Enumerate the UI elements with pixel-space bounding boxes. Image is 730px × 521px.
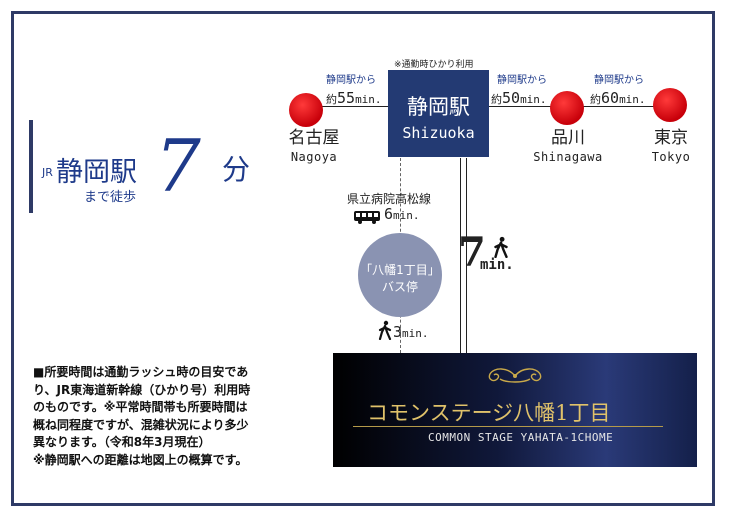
bus-time-unit: min. bbox=[393, 209, 420, 222]
bus-line-name: 県立病院高松線 bbox=[347, 192, 432, 206]
property-banner: コモンステージ八幡1丁目 COMMON STAGE YAHATA-1CHOME bbox=[333, 353, 697, 467]
property-name-jp: コモンステージ八幡1丁目 bbox=[367, 401, 611, 425]
walk-time-bus-stop: 3min. bbox=[393, 323, 429, 341]
route-approx-nagoya: 約 bbox=[326, 93, 337, 106]
city-tokyo-jp: 東京 bbox=[654, 128, 688, 148]
city-tokyo-en: Tokyo bbox=[651, 150, 691, 164]
walk-direct-minutes: 7 bbox=[458, 229, 486, 276]
walk-icon-bus-stop bbox=[378, 320, 392, 344]
shizuoka-note: ※通勤時ひかり利用 bbox=[394, 60, 474, 70]
route-minutes-tokyo: 60 bbox=[601, 89, 620, 107]
note-line: のものです。※平常時間帯も所要時間は bbox=[33, 400, 248, 414]
headline-station: 静岡駅 bbox=[56, 157, 137, 188]
note-line: ■所要時間は通勤ラッシュ時の目安であ bbox=[33, 365, 249, 379]
headline-jr: JR bbox=[42, 166, 53, 179]
station-dot-tokyo bbox=[653, 88, 687, 122]
route-unit-shinagawa: min. bbox=[520, 93, 547, 106]
note-line: 概ね同程度ですが、混雑状況により多少 bbox=[33, 417, 249, 432]
notes: ■所要時間は通勤ラッシュ時の目安であ り、JR東海道新幹線（ひかり号）利用時 の… bbox=[33, 364, 250, 469]
route-from-tokyo: 静岡駅から bbox=[594, 75, 644, 86]
city-nagoya: 名古屋 Nagoya bbox=[276, 129, 352, 167]
walk-direct-unit: min. bbox=[480, 257, 514, 273]
city-tokyo: 東京 Tokyo bbox=[636, 129, 706, 167]
outer-frame bbox=[11, 11, 715, 506]
headline-bar bbox=[29, 120, 33, 213]
bus-stop-label: バス停 bbox=[381, 280, 418, 294]
route-time-nagoya: 約55min. bbox=[326, 89, 382, 107]
route-line-tokyo bbox=[583, 106, 657, 107]
route-minutes-nagoya: 55 bbox=[337, 89, 356, 107]
shizuoka-name-jp: 静岡駅 bbox=[407, 95, 470, 119]
city-shinagawa: 品川 Shinagawa bbox=[526, 129, 610, 167]
city-shinagawa-en: Shinagawa bbox=[533, 150, 603, 164]
city-nagoya-en: Nagoya bbox=[290, 150, 338, 164]
route-approx-tokyo: 約 bbox=[590, 93, 601, 106]
bus-icon bbox=[353, 209, 381, 228]
walk-time-bus-stop-value: 3 bbox=[393, 323, 403, 341]
route-minutes-shinagawa: 50 bbox=[502, 89, 521, 107]
route-unit-tokyo: min. bbox=[619, 93, 646, 106]
station-dot-shinagawa bbox=[550, 91, 584, 125]
route-unit-nagoya: min. bbox=[355, 93, 382, 106]
bus-stop-circle: 「八幡1丁目」 バス停 bbox=[358, 233, 442, 317]
property-divider bbox=[353, 426, 663, 427]
walk-time-bus-stop-unit: min. bbox=[402, 327, 429, 340]
note-line: ※静岡駅への距離は地図上の概算です。 bbox=[33, 452, 248, 467]
shizuoka-box: 静岡駅 Shizuoka bbox=[388, 70, 489, 157]
station-dot-nagoya bbox=[289, 93, 323, 127]
headline-minutes: 7 bbox=[155, 124, 201, 208]
note-line: り、JR東海道新幹線（ひかり号）利用時 bbox=[33, 382, 251, 397]
ornament-icon bbox=[488, 368, 542, 383]
walk-icon-direct bbox=[493, 236, 509, 262]
headline-unit: 分 bbox=[222, 153, 251, 186]
route-approx-shinagawa: 約 bbox=[491, 93, 502, 106]
bus-time-value: 6 bbox=[384, 205, 394, 223]
city-nagoya-jp: 名古屋 bbox=[288, 128, 340, 148]
route-time-shinagawa: 約50min. bbox=[491, 89, 547, 107]
route-line-shinagawa bbox=[489, 106, 557, 107]
route-from-shinagawa: 静岡駅から bbox=[497, 75, 547, 86]
walk-route-line bbox=[460, 158, 467, 354]
route-line-nagoya bbox=[318, 106, 388, 107]
route-from-nagoya: 静岡駅から bbox=[326, 75, 376, 86]
note-line: 異なります。（令和8年3月現在） bbox=[33, 435, 211, 449]
bus-stop-name: 「八幡1丁目」 bbox=[360, 263, 440, 277]
route-time-tokyo: 約60min. bbox=[590, 89, 646, 107]
city-shinagawa-jp: 品川 bbox=[551, 128, 585, 148]
bus-time: 6min. bbox=[384, 205, 420, 223]
property-name-en: COMMON STAGE YAHATA-1CHOME bbox=[428, 431, 614, 444]
shizuoka-name-en: Shizuoka bbox=[402, 124, 475, 142]
headline-walk: まで徒歩 bbox=[84, 190, 137, 205]
